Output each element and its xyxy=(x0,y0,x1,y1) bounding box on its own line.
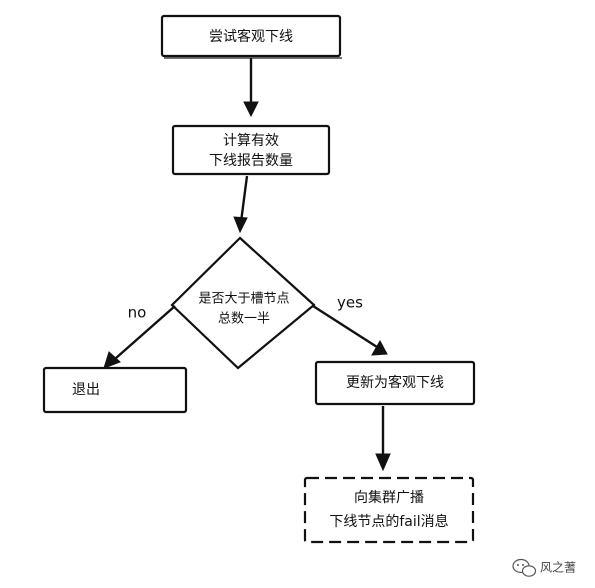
arrow-update-to-broadcast xyxy=(375,406,391,472)
decision-diamond xyxy=(170,236,316,370)
edge-label-no: no xyxy=(128,304,147,322)
node-box xyxy=(160,14,342,58)
arrow-head xyxy=(103,351,121,369)
decision-label-line2: 总数一半 xyxy=(218,312,270,327)
node-attempt-objective-down: 尝试客观下线 xyxy=(160,14,342,59)
node-box-dashed xyxy=(303,476,475,544)
arrow-head xyxy=(375,453,391,472)
decision-label-line1: 是否大于槽节点 xyxy=(198,292,289,307)
edge-label-yes: yes xyxy=(337,294,363,312)
node-box xyxy=(171,124,331,176)
node-label: 更新为客观下线 xyxy=(346,374,444,391)
node-box xyxy=(314,360,476,406)
node-label-line1: 向集群广播 xyxy=(354,489,424,506)
arrow-line xyxy=(115,305,176,359)
arrow-decision-to-update: yes xyxy=(312,294,388,356)
node-broadcast-fail: 向集群广播 下线节点的fail消息 xyxy=(303,476,475,544)
arrow-line xyxy=(239,175,249,223)
node-label-line1: 计算有效 xyxy=(223,133,279,149)
node-label-line2: 下线报告数量 xyxy=(209,153,293,169)
arrow-head xyxy=(233,216,248,234)
watermark-text: 风之蓍 xyxy=(540,561,576,575)
wechat-icon xyxy=(512,558,537,577)
arrow-head xyxy=(371,339,388,356)
node-decision: 是否大于槽节点 总数一半 xyxy=(170,236,316,370)
watermark: 风之蓍 xyxy=(512,558,576,577)
arrow-decision-to-exit: no xyxy=(103,304,176,369)
arrow-head xyxy=(243,101,259,118)
node-label: 退出 xyxy=(72,382,100,398)
arrow-attempt-to-count xyxy=(243,58,259,118)
node-label: 尝试客观下线 xyxy=(209,28,293,45)
node-count-reports: 计算有效 下线报告数量 xyxy=(171,124,331,176)
arrow-line xyxy=(312,304,378,349)
node-box xyxy=(42,366,188,414)
node-exit: 退出 xyxy=(42,366,188,414)
node-label-line2: 下线节点的fail消息 xyxy=(329,513,448,530)
node-update-objective-down: 更新为客观下线 xyxy=(314,360,476,406)
arrow-count-to-decision xyxy=(233,175,249,234)
